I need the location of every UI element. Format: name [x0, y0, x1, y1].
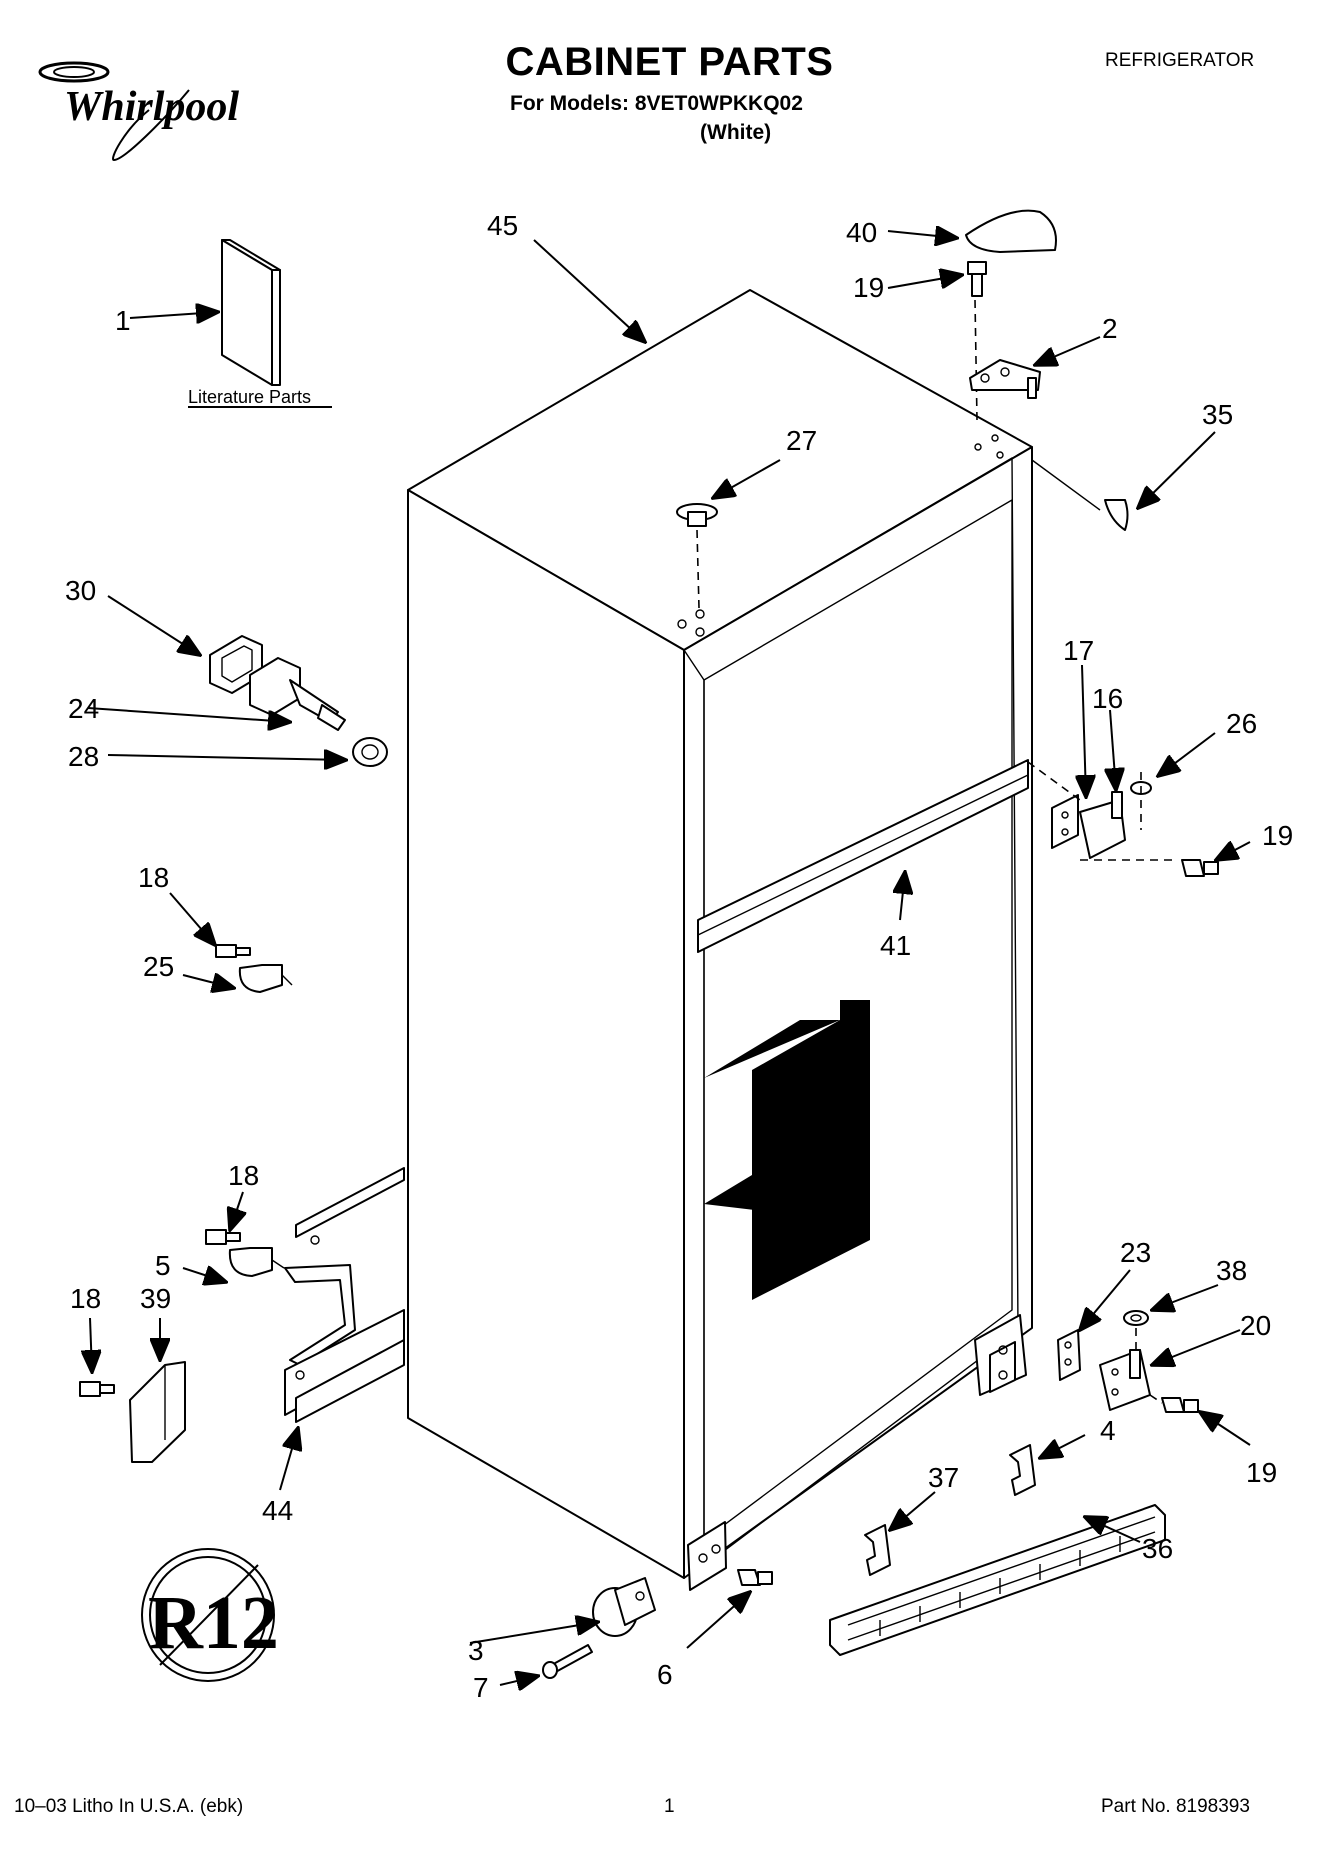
roller-part-3	[592, 1577, 656, 1637]
callout-24: 24	[68, 693, 99, 724]
roller-pin-part-7	[542, 1644, 593, 1679]
callout-18-upper: 18	[138, 862, 169, 893]
callout-17: 17	[1063, 635, 1094, 666]
callout-35: 35	[1202, 399, 1233, 430]
hinge-cover-part	[965, 209, 1057, 253]
grille-clip-part-4	[1009, 1444, 1036, 1496]
top-hinge-screw	[967, 261, 987, 297]
callout-45: 45	[487, 210, 518, 241]
callout-27: 27	[786, 425, 817, 456]
leveler-stem-part	[249, 657, 346, 731]
plug-button-part	[676, 503, 718, 527]
callout-23: 23	[1120, 1237, 1151, 1268]
literature-parts-label: Literature Parts	[188, 387, 311, 407]
callout-40: 40	[846, 217, 877, 248]
callout-26: 26	[1226, 708, 1257, 739]
cabinet-body	[407, 289, 1033, 1579]
callout-36: 36	[1142, 1533, 1173, 1564]
callout-4: 4	[1100, 1415, 1116, 1446]
callout-30: 30	[65, 575, 96, 606]
corner-bracket	[687, 1521, 727, 1591]
callout-41: 41	[880, 930, 911, 961]
litho-info: 10–03 Litho In U.S.A. (ebk)	[14, 1796, 244, 1817]
tube-clip-part-5	[205, 1229, 285, 1277]
leveler-screw-part-6	[737, 1569, 773, 1586]
callout-37: 37	[928, 1462, 959, 1493]
hinge-cap-part	[1104, 499, 1129, 531]
callout-38: 38	[1216, 1255, 1247, 1286]
callout-19-bottom: 19	[1246, 1457, 1277, 1488]
part-number: Part No. 8198393	[1101, 1796, 1250, 1817]
callout-3: 3	[468, 1635, 484, 1666]
bottom-hinge-part-20	[1099, 1349, 1151, 1411]
callout-6: 6	[657, 1659, 673, 1690]
r12-prohibited-badge: R12	[141, 1548, 279, 1682]
grille-clip-part-37	[864, 1524, 891, 1576]
callout-39: 39	[140, 1283, 171, 1314]
back-panel-part	[284, 1167, 405, 1423]
callout-7: 7	[473, 1672, 489, 1703]
literature-part: 1 Literature Parts	[115, 239, 332, 408]
callout-25: 25	[143, 951, 174, 982]
category-label: REFRIGERATOR	[1105, 50, 1255, 71]
tube-clip-part	[215, 944, 293, 993]
whirlpool-logo: Whirlpool	[38, 61, 239, 162]
callout-19-middle: 19	[1262, 820, 1293, 851]
bracket-cover-part-39	[79, 1361, 186, 1463]
washer-part-38	[1123, 1310, 1149, 1326]
top-hinge-part	[969, 359, 1041, 399]
callout-5: 5	[155, 1250, 171, 1281]
brand-wordmark: Whirlpool	[64, 84, 239, 130]
r12-text: R12	[148, 1581, 279, 1665]
center-hinge-bracket-part	[1051, 791, 1126, 859]
callout-19-top: 19	[853, 272, 884, 303]
center-hinge-screw	[1181, 859, 1219, 877]
callout-18-lower: 18	[70, 1283, 101, 1314]
bottom-hinge-assembly	[974, 1314, 1027, 1396]
leveler-nut-part	[352, 737, 388, 767]
callout-28: 28	[68, 741, 99, 772]
page-title: CABINET PARTS	[505, 40, 834, 84]
bottom-hinge-screw	[1161, 1397, 1199, 1413]
callout-16: 16	[1092, 683, 1123, 714]
models-line: For Models: 8VET0WPKKQ02	[510, 92, 803, 115]
callout-20: 20	[1240, 1310, 1271, 1341]
bottom-hinge-bracket-23	[1057, 1329, 1081, 1381]
callout-18-middle: 18	[228, 1160, 259, 1191]
page-number: 1	[664, 1796, 675, 1817]
callout-2: 2	[1102, 313, 1118, 344]
callout-44: 44	[262, 1495, 293, 1526]
callout-1: 1	[115, 305, 131, 336]
color-line: (White)	[700, 121, 772, 144]
divider-strip	[697, 759, 1029, 953]
